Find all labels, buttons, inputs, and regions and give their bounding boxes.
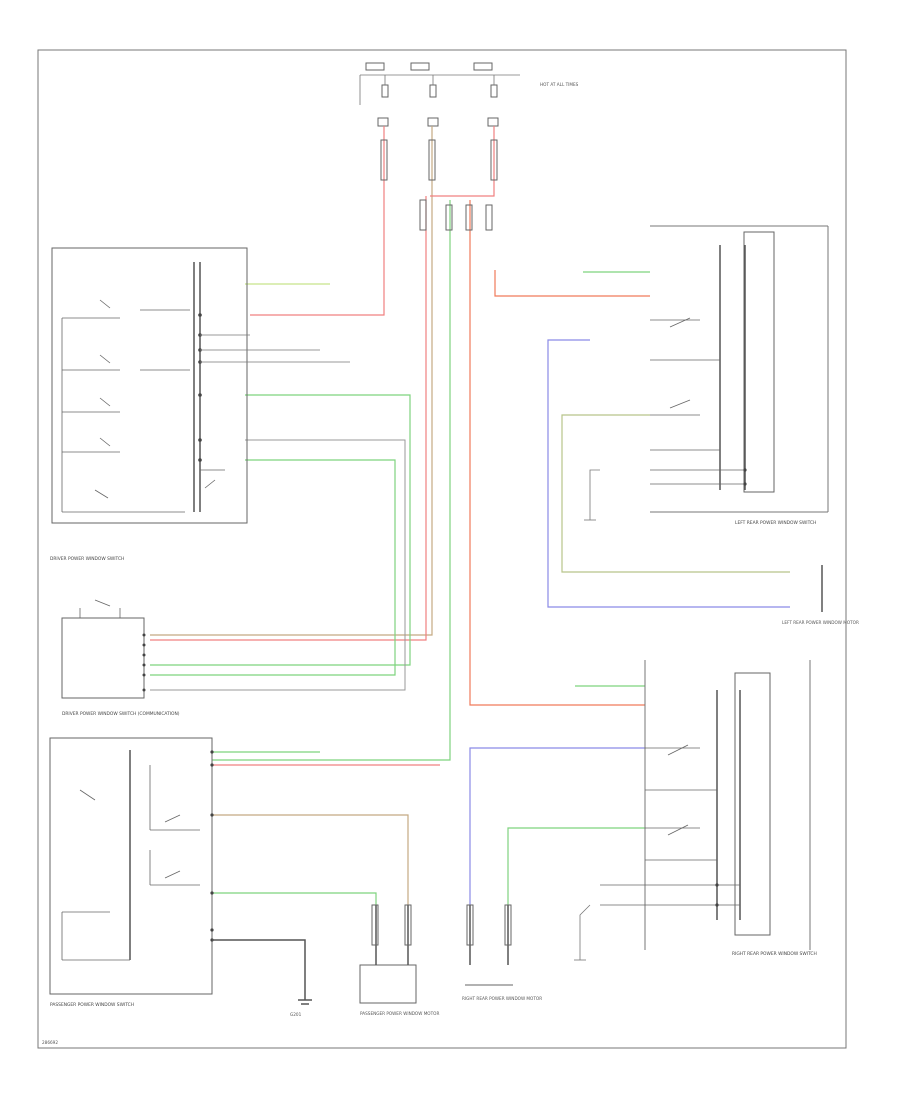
passenger-power-window-switch: PASSENGER POWER WINDOW SWITCH bbox=[49, 737, 214, 1008]
wire-red-rightrear bbox=[469, 200, 645, 706]
right-rear-power-window-switch: RIGHT REAR POWER WINDOW SWITCH bbox=[574, 660, 817, 961]
driver-switch-label: DRIVER POWER WINDOW SWITCH bbox=[50, 556, 124, 562]
wire-red-top-right bbox=[430, 126, 495, 197]
fuse-block: HOT AT ALL TIMES bbox=[359, 62, 579, 127]
wire-green-passenger bbox=[212, 200, 451, 761]
wire-tan-passenger bbox=[212, 814, 409, 905]
passenger-motor-label: PASSENGER POWER WINDOW MOTOR bbox=[360, 1011, 439, 1016]
wire-red-main bbox=[150, 196, 427, 641]
wire-gray-driver bbox=[150, 439, 406, 691]
passenger-power-window-motor: PASSENGER POWER WINDOW MOTOR bbox=[359, 905, 439, 1016]
wires bbox=[150, 126, 790, 905]
diagram-frame bbox=[37, 49, 847, 1049]
driver-comm-label: DRIVER POWER WINDOW SWITCH (COMMUNICATIO… bbox=[62, 711, 180, 717]
connector-marks bbox=[371, 139, 512, 946]
wire-red-driver-feed bbox=[250, 126, 385, 316]
wire-green-driver-2 bbox=[150, 459, 396, 676]
figure-number: 286692 bbox=[42, 1040, 58, 1045]
left-rear-switch-label: LEFT REAR POWER WINDOW SWITCH bbox=[735, 520, 816, 526]
right-rear-power-window-motor: RIGHT REAR POWER WINDOW MOTOR bbox=[462, 905, 542, 1001]
wire-tan-main bbox=[150, 126, 433, 636]
right-rear-switch-label: RIGHT REAR POWER WINDOW SWITCH bbox=[732, 951, 817, 957]
wire-olive-leftrear bbox=[561, 414, 790, 573]
wire-orange-leftrear bbox=[494, 270, 650, 297]
left-rear-motor-label: LEFT REAR POWER WINDOW MOTOR bbox=[782, 620, 859, 625]
left-rear-power-window-switch: LEFT REAR POWER WINDOW SWITCH bbox=[584, 225, 829, 526]
left-rear-power-window-motor: LEFT REAR POWER WINDOW MOTOR bbox=[782, 565, 859, 625]
wire-green-passenger-2 bbox=[212, 892, 377, 905]
passenger-switch-label: PASSENGER POWER WINDOW SWITCH bbox=[50, 1002, 134, 1008]
hot-at-all-times-label: HOT AT ALL TIMES bbox=[540, 82, 579, 87]
wire-blue-rightrear bbox=[469, 747, 645, 905]
wire-blue-leftrear bbox=[547, 339, 790, 608]
driver-power-window-switch: DRIVER POWER WINDOW SWITCH bbox=[50, 247, 350, 562]
wire-green-rightrear bbox=[507, 827, 645, 905]
ground-label: G201 bbox=[290, 1012, 302, 1017]
ground-symbol: G201 bbox=[212, 939, 312, 1017]
right-rear-motor-label: RIGHT REAR POWER WINDOW MOTOR bbox=[462, 996, 542, 1001]
wire-green-driver-1 bbox=[150, 394, 411, 666]
driver-switch-communication: DRIVER POWER WINDOW SWITCH (COMMUNICATIO… bbox=[61, 599, 180, 717]
